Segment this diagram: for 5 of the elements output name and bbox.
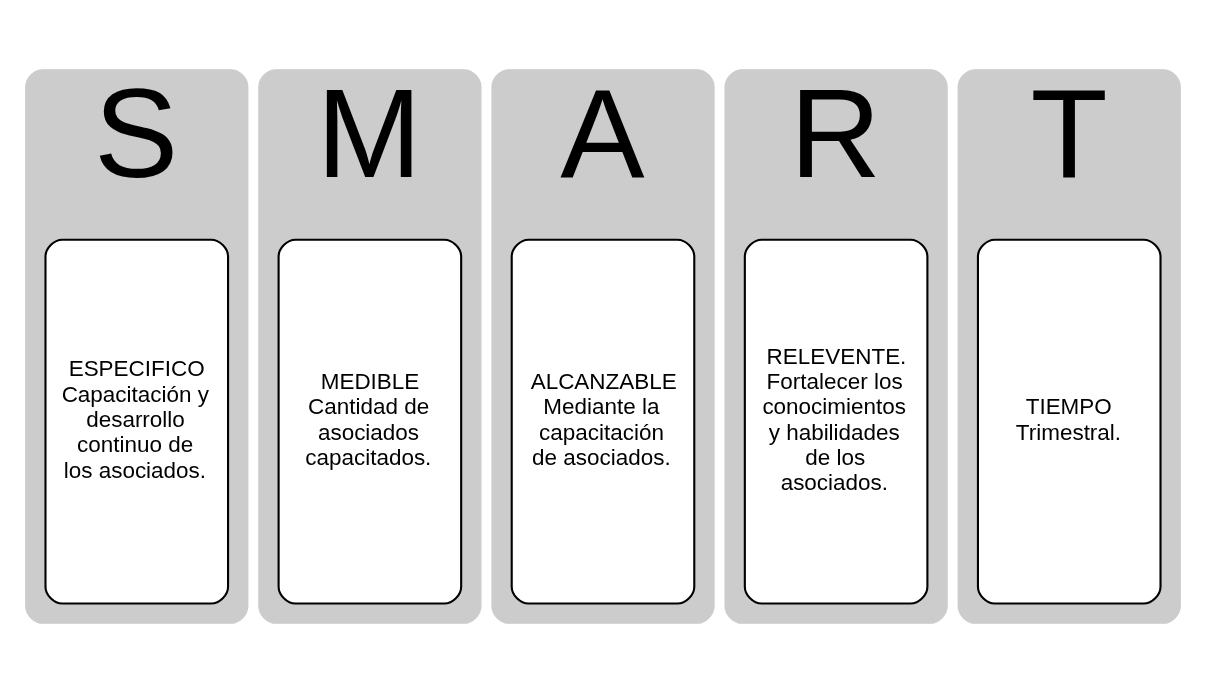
- node-box: MEDIBLE Cantidad de asociados capacitados.: [277, 238, 463, 605]
- node-box: ESPECIFICO Capacitación y desarrollo continuo de los asociados.: [44, 238, 230, 605]
- node-box: ALCANZABLE Mediante la capacitación de asociados.: [510, 238, 696, 605]
- node-box: RELEVENTE. Fortalecer los conocimientos y habilidades de los asociados.: [743, 238, 929, 605]
- node-box: TIEMPO Trimestral.: [976, 238, 1162, 605]
